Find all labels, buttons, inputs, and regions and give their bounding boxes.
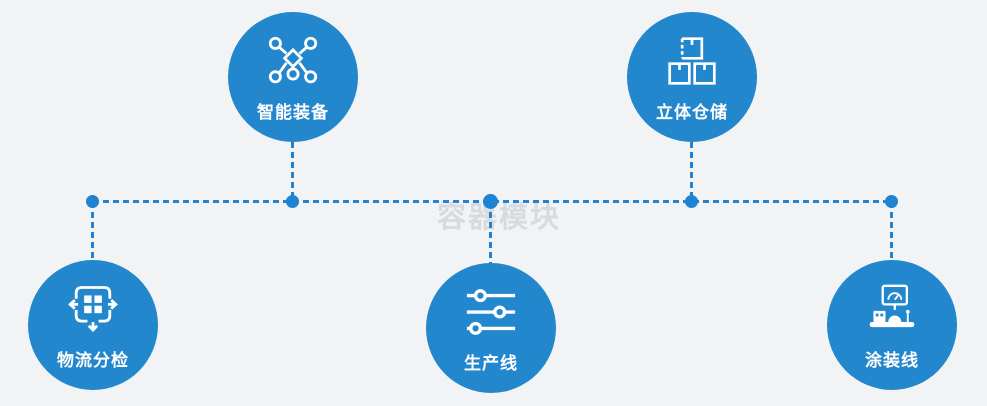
- junction-dot: [86, 195, 99, 208]
- node-logistics-sorting: 物流分检: [28, 260, 158, 390]
- node-label: 智能装备: [257, 103, 329, 122]
- connector-vertical-smart-equipment: [291, 142, 294, 202]
- boxes-icon: [667, 33, 717, 89]
- connector-vertical-logistics: [91, 202, 94, 263]
- node-label: 物流分检: [57, 351, 129, 370]
- watermark: 容器模块: [437, 202, 562, 234]
- connector-vertical-warehouse: [690, 142, 693, 202]
- node-painting-line: 涂装线: [827, 260, 957, 390]
- network-icon: [265, 33, 321, 89]
- junction-dot: [885, 195, 898, 208]
- node-label: 立体仓储: [656, 103, 728, 122]
- junction-dot: [685, 195, 698, 208]
- node-label: 生产线: [464, 354, 518, 373]
- node-label: 涂装线: [865, 351, 919, 370]
- junction-dot: [483, 194, 498, 209]
- node-smart-equipment: 智能装备: [228, 12, 358, 142]
- paint-line-icon: [863, 281, 921, 337]
- sorting-icon: [65, 281, 121, 337]
- connector-vertical-production: [489, 202, 492, 264]
- junction-dot: [286, 195, 299, 208]
- connector-vertical-painting: [890, 202, 893, 263]
- sliders-icon: [464, 284, 518, 340]
- node-warehouse: 立体仓储: [627, 12, 757, 142]
- node-production-line: 生产线: [426, 263, 556, 393]
